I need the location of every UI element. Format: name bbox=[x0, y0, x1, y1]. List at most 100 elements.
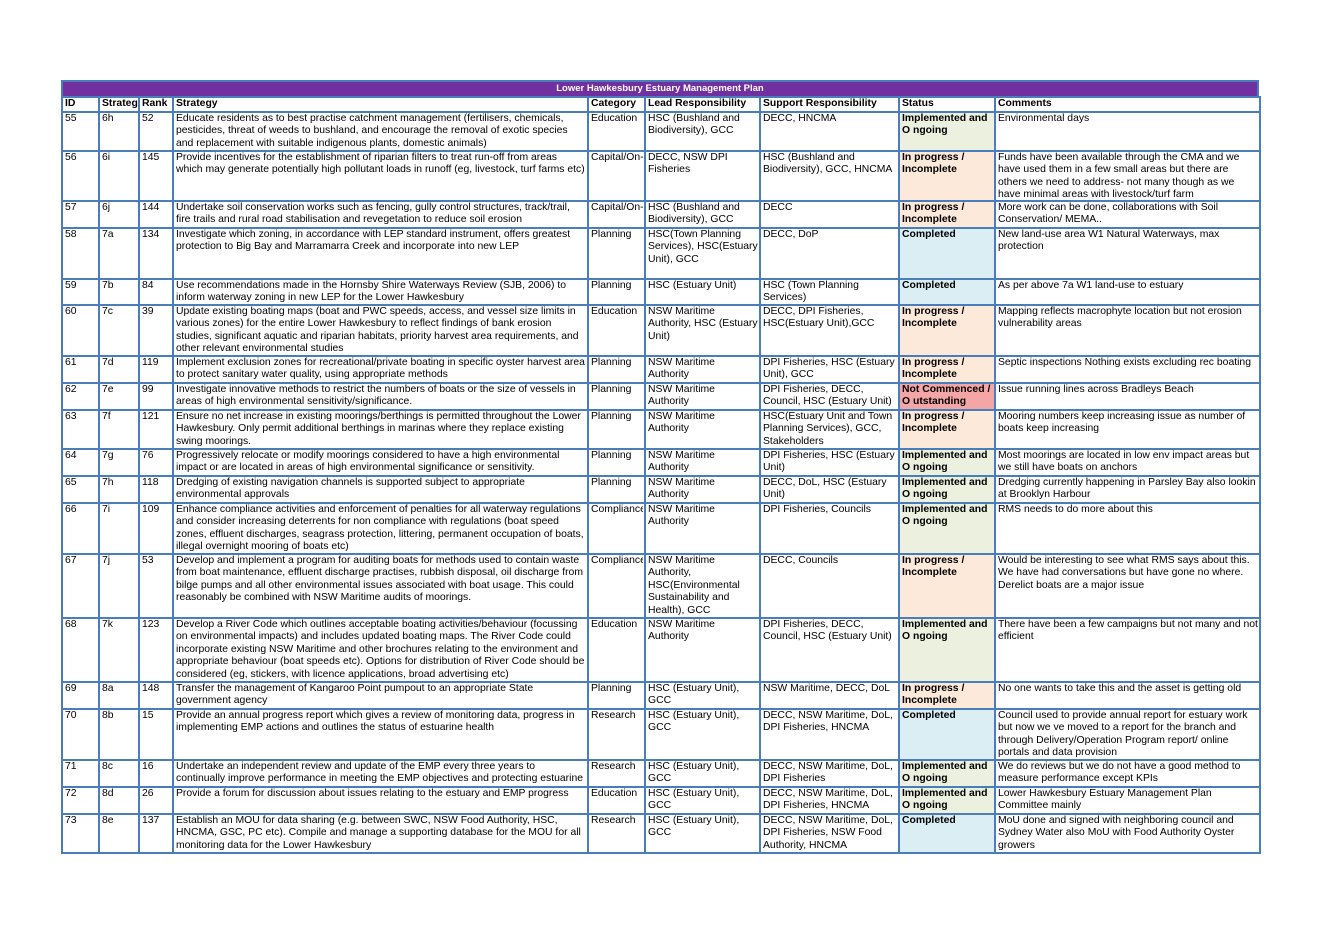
cell-status: In progress / Incomplete bbox=[898, 149, 996, 202]
header-support-responsibility: Support Responsibility bbox=[759, 96, 900, 113]
cell-category: Education bbox=[587, 616, 646, 683]
cell-comments: Septic inspections Nothing exists exclud… bbox=[994, 354, 1261, 384]
cell-comments: More work can be done, collaborations wi… bbox=[994, 199, 1261, 229]
cell-rank: 109 bbox=[138, 501, 174, 555]
cell-category: Compliance bbox=[587, 501, 646, 555]
cell-strategy-code: 7i bbox=[98, 501, 140, 555]
cell-lead-responsibility: HSC (Bushland and Biodiversity), GCC bbox=[644, 110, 761, 152]
cell-category: Compliance bbox=[587, 552, 646, 619]
cell-support-responsibility: DECC, NSW Maritime, DoL, DPI Fisheries, … bbox=[759, 707, 900, 761]
cell-id: 65 bbox=[61, 474, 100, 504]
cell-support-responsibility: DECC, Councils bbox=[759, 552, 900, 619]
cell-rank: 16 bbox=[138, 758, 174, 788]
header-comments: Comments bbox=[994, 96, 1261, 113]
cell-status: Implemented and O ngoing bbox=[898, 758, 996, 788]
cell-strategy-code: 7f bbox=[98, 408, 140, 450]
cell-status: In progress / Incomplete bbox=[898, 408, 996, 450]
cell-support-responsibility: DECC, NSW Maritime, DoL, DPI Fisheries, … bbox=[759, 812, 900, 854]
cell-lead-responsibility: HSC (Estuary Unit), GCC bbox=[644, 758, 761, 788]
cell-strategy-code: 7b bbox=[98, 277, 140, 306]
cell-category: Planning bbox=[587, 447, 646, 477]
cell-category: Planning bbox=[587, 474, 646, 504]
cell-support-responsibility: DPI Fisheries, DECC, Council, HSC (Estua… bbox=[759, 616, 900, 683]
cell-category: Planning bbox=[587, 408, 646, 450]
cell-strategy: Update existing boating maps (boat and P… bbox=[172, 303, 589, 357]
cell-rank: 148 bbox=[138, 680, 174, 710]
cell-support-responsibility: DPI Fisheries, Councils bbox=[759, 501, 900, 555]
cell-strategy: Develop a River Code which outlines acce… bbox=[172, 616, 589, 683]
header-status: Status bbox=[898, 96, 996, 113]
cell-status: In progress / Incomplete bbox=[898, 354, 996, 384]
cell-category: Education bbox=[587, 303, 646, 357]
cell-id: 59 bbox=[61, 277, 100, 306]
cell-rank: 99 bbox=[138, 381, 174, 411]
cell-strategy-code: 6h bbox=[98, 110, 140, 152]
cell-strategy: Develop and implement a program for audi… bbox=[172, 552, 589, 619]
cell-rank: 84 bbox=[138, 277, 174, 306]
cell-strategy: Provide incentives for the establishment… bbox=[172, 149, 589, 202]
cell-category: Planning bbox=[587, 354, 646, 384]
cell-strategy-code: 8b bbox=[98, 707, 140, 761]
cell-rank: 123 bbox=[138, 616, 174, 683]
cell-strategy: Provide an annual progress report which … bbox=[172, 707, 589, 761]
cell-rank: 15 bbox=[138, 707, 174, 761]
cell-strategy: Investigate innovative methods to restri… bbox=[172, 381, 589, 411]
cell-rank: 137 bbox=[138, 812, 174, 854]
cell-id: 70 bbox=[61, 707, 100, 761]
cell-comments: We do reviews but we do not have a good … bbox=[994, 758, 1261, 788]
cell-support-responsibility: NSW Maritime, DECC, DoL bbox=[759, 680, 900, 710]
cell-id: 72 bbox=[61, 785, 100, 815]
cell-strategy-code: 7j bbox=[98, 552, 140, 619]
cell-comments: There have been a few campaigns but not … bbox=[994, 616, 1261, 683]
cell-rank: 118 bbox=[138, 474, 174, 504]
cell-comments: Mooring numbers keep increasing issue as… bbox=[994, 408, 1261, 450]
cell-category: Planning bbox=[587, 381, 646, 411]
cell-strategy-code: 7k bbox=[98, 616, 140, 683]
cell-category: Planning bbox=[587, 277, 646, 306]
cell-comments: Environmental days bbox=[994, 110, 1261, 152]
cell-comments: New land-use area W1 Natural Waterways, … bbox=[994, 226, 1261, 280]
cell-support-responsibility: DPI Fisheries, DECC, Council, HSC (Estua… bbox=[759, 381, 900, 411]
cell-status: Implemented and O ngoing bbox=[898, 616, 996, 683]
header-id: ID bbox=[61, 96, 100, 113]
cell-comments: MoU done and signed with neighboring cou… bbox=[994, 812, 1261, 854]
cell-lead-responsibility: NSW Maritime Authority bbox=[644, 354, 761, 384]
cell-support-responsibility: DPI Fisheries, HSC (Estuary Unit), GCC bbox=[759, 354, 900, 384]
cell-lead-responsibility: NSW Maritime Authority bbox=[644, 616, 761, 683]
cell-support-responsibility: DECC bbox=[759, 199, 900, 229]
cell-lead-responsibility: NSW Maritime Authority, HSC (Estuary Uni… bbox=[644, 303, 761, 357]
cell-strategy: Implement exclusion zones for recreation… bbox=[172, 354, 589, 384]
cell-comments: Would be interesting to see what RMS say… bbox=[994, 552, 1261, 619]
cell-category: Planning bbox=[587, 226, 646, 280]
cell-lead-responsibility: NSW Maritime Authority bbox=[644, 408, 761, 450]
cell-status: Not Commenced / O utstanding bbox=[898, 381, 996, 411]
cell-strategy-code: 7a bbox=[98, 226, 140, 280]
cell-strategy-code: 7e bbox=[98, 381, 140, 411]
cell-id: 63 bbox=[61, 408, 100, 450]
cell-strategy: Provide a forum for discussion about iss… bbox=[172, 785, 589, 815]
cell-id: 68 bbox=[61, 616, 100, 683]
cell-rank: 134 bbox=[138, 226, 174, 280]
cell-strategy-code: 8c bbox=[98, 758, 140, 788]
cell-status: Completed bbox=[898, 277, 996, 306]
cell-comments: RMS needs to do more about this bbox=[994, 501, 1261, 555]
header-strategy-code: Strategy bbox=[98, 96, 140, 113]
header-lead-responsibility: Lead Responsibility bbox=[644, 96, 761, 113]
header-rank: Rank bbox=[138, 96, 174, 113]
cell-comments: As per above 7a W1 land-use to estuary bbox=[994, 277, 1261, 306]
cell-category: Capital/On-going bbox=[587, 149, 646, 202]
header-strategy: Strategy bbox=[172, 96, 589, 113]
cell-category: Research bbox=[587, 707, 646, 761]
cell-id: 62 bbox=[61, 381, 100, 411]
